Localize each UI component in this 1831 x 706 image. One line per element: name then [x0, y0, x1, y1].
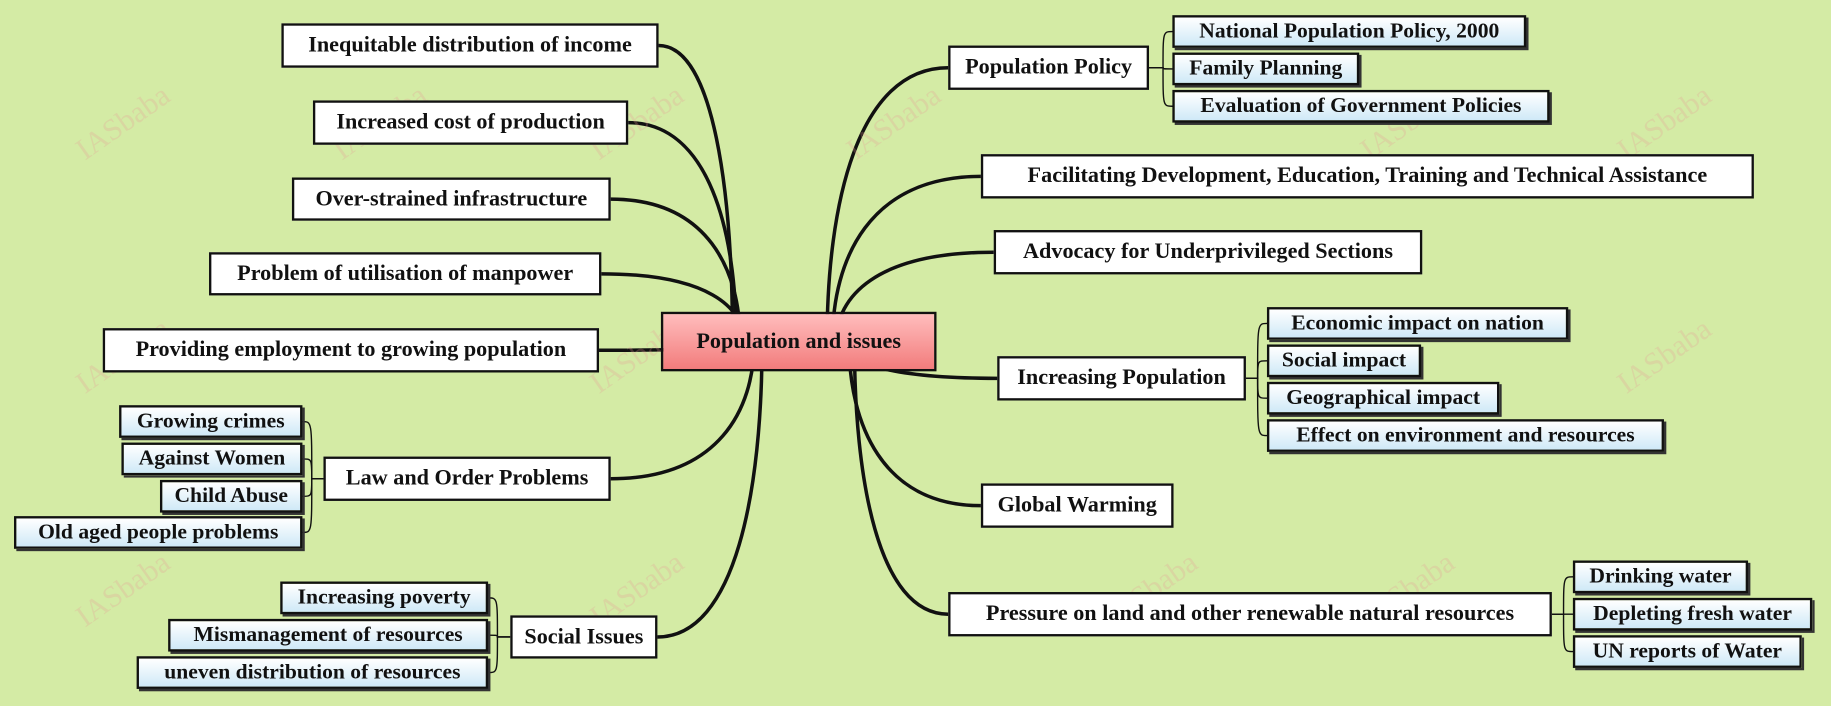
- subtopic-family-planning[interactable]: Family Planning: [1172, 52, 1360, 86]
- branch-connector: [655, 339, 764, 639]
- subtopic-un-reports-water[interactable]: UN reports of Water: [1572, 635, 1802, 668]
- subbranch-connector: [1551, 576, 1574, 615]
- subbranch-connector: [487, 636, 511, 674]
- subbranch-connector: [301, 478, 325, 497]
- subtopic-depleting-fresh-water[interactable]: Depleting fresh water: [1572, 597, 1813, 631]
- subtopic-increasing-poverty[interactable]: Increasing poverty: [280, 581, 489, 615]
- topic-inequitable-income[interactable]: Inequitable distribution of income: [281, 23, 659, 68]
- subtopic-environment-effect[interactable]: Effect on environment and resources: [1266, 419, 1664, 452]
- topic-manpower-utilisation[interactable]: Problem of utilisation of manpower: [209, 252, 602, 296]
- topic-social-issues[interactable]: Social Issues: [510, 615, 658, 659]
- subbranch-connector: [301, 458, 325, 480]
- subbranch-connector: [1551, 613, 1574, 653]
- subbranch-connector: [1245, 377, 1268, 437]
- subtopic-geographical-impact[interactable]: Geographical impact: [1266, 381, 1500, 415]
- topic-advocacy[interactable]: Advocacy for Underprivileged Sections: [993, 230, 1423, 275]
- subbranch-connector: [1148, 67, 1174, 107]
- topic-global-warming[interactable]: Global Warming: [980, 483, 1174, 528]
- branch-connector: [830, 174, 983, 344]
- subtopic-mismanagement[interactable]: Mismanagement of resources: [168, 618, 489, 652]
- topic-pressure-on-land[interactable]: Pressure on land and other renewable nat…: [948, 592, 1552, 637]
- subbranch-connector: [1245, 360, 1268, 380]
- branch-connector: [825, 65, 950, 344]
- subbranch-connector: [1245, 322, 1268, 380]
- subtopic-growing-crimes[interactable]: Growing crimes: [119, 405, 303, 438]
- subtopic-uneven-distribution[interactable]: uneven distribution of resources: [136, 656, 489, 689]
- subtopic-drinking-water[interactable]: Drinking water: [1572, 560, 1749, 594]
- subbranch-connector: [1245, 377, 1268, 399]
- subbranch-connector: [301, 478, 325, 534]
- topic-increasing-population[interactable]: Increasing Population: [997, 356, 1246, 401]
- subtopic-social-impact[interactable]: Social impact: [1266, 344, 1422, 378]
- topic-population-policy[interactable]: Population Policy: [948, 45, 1150, 90]
- topic-providing-employment[interactable]: Providing employment to growing populati…: [102, 328, 600, 373]
- branch-connector: [847, 339, 983, 508]
- branch-connector: [656, 43, 735, 344]
- topic-law-and-order[interactable]: Law and Order Problems: [323, 456, 611, 501]
- subtopic-old-aged[interactable]: Old aged people problems: [14, 516, 303, 549]
- subtopic-child-abuse[interactable]: Child Abuse: [159, 479, 303, 513]
- subbranch-connector: [1148, 30, 1174, 69]
- branch-connector: [852, 339, 950, 616]
- subtopic-economic-impact[interactable]: Economic impact on nation: [1266, 307, 1569, 340]
- subbranch-connector: [301, 420, 325, 480]
- topic-facilitating-development[interactable]: Facilitating Development, Education, Tra…: [980, 154, 1754, 199]
- topic-over-strained-infrastructure[interactable]: Over-strained infrastructure: [291, 177, 611, 221]
- subtopic-evaluation-policies[interactable]: Evaluation of Government Policies: [1172, 89, 1550, 123]
- central-topic[interactable]: Population and issues: [660, 311, 937, 372]
- topic-increased-cost[interactable]: Increased cost of production: [312, 100, 629, 145]
- subtopic-national-policy[interactable]: National Population Policy, 2000: [1172, 15, 1527, 48]
- subbranch-connector: [487, 597, 511, 638]
- subtopic-against-women[interactable]: Against Women: [121, 442, 303, 476]
